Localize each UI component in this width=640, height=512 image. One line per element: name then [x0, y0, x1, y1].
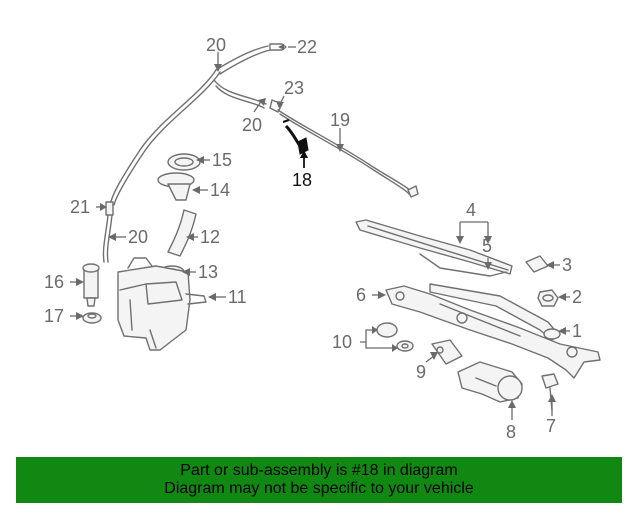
callout-10: 10 [332, 332, 352, 352]
callout-23: 23 [284, 78, 304, 98]
callout-5: 5 [482, 236, 492, 256]
callout-12: 12 [200, 227, 220, 247]
grommet-17 [82, 312, 102, 324]
callout-21: 21 [70, 197, 90, 217]
callout-18: 18 [292, 170, 312, 190]
connector-21 [105, 201, 114, 216]
wiper-arm-1 [429, 283, 561, 341]
callout-8: 8 [506, 422, 516, 442]
callout-20-top: 20 [206, 35, 226, 55]
seal-15 [167, 153, 201, 171]
callout-6: 6 [356, 285, 366, 305]
callout-1: 1 [572, 321, 582, 341]
callout-20-middle: 20 [242, 115, 262, 135]
leader-lines [70, 44, 570, 420]
callout-16: 16 [44, 272, 64, 292]
footer-line-part: Part or sub-assembly is #18 in diagram [180, 462, 458, 479]
callout-14: 14 [210, 180, 230, 200]
filler-hose-12 [167, 209, 197, 257]
nozzle-hose-19 [277, 109, 419, 198]
filler-neck-14 [157, 172, 195, 201]
callout-9: 9 [416, 362, 426, 382]
callout-15: 15 [212, 150, 232, 170]
callout-3: 3 [562, 255, 572, 275]
callout-7: 7 [546, 416, 556, 436]
bolt-7 [541, 373, 559, 411]
footer-banner: Part or sub-assembly is #18 in diagram D… [16, 457, 622, 503]
callout-17: 17 [44, 306, 64, 326]
callout-11: 11 [228, 287, 247, 307]
callout-19: 19 [330, 110, 350, 130]
washer-pump-16 [82, 263, 100, 307]
washer-reservoir-11 [117, 257, 207, 351]
callout-13: 13 [198, 262, 218, 282]
nut-2 [537, 289, 559, 307]
callout-20-lower: 20 [128, 227, 148, 247]
callout-2: 2 [572, 287, 582, 307]
bracket-9 [431, 339, 463, 365]
wiper-motor-8 [457, 361, 523, 403]
highlighted-part-18 [282, 119, 309, 155]
callout-22: 22 [297, 37, 317, 57]
leader-line-18 [300, 150, 308, 168]
footer-line-disclaimer: Diagram may not be specific to your vehi… [164, 480, 474, 497]
wiper-linkage-6 [385, 285, 601, 379]
callout-4: 4 [466, 200, 476, 220]
cap-3 [525, 255, 549, 273]
